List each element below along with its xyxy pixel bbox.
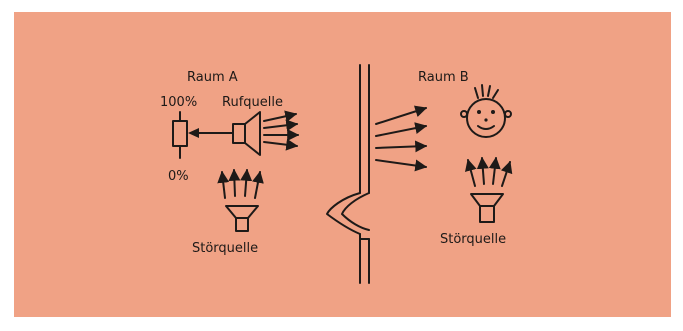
noise-label-b: Störquelle xyxy=(440,232,506,247)
level-min-label: 0% xyxy=(168,169,189,184)
noise-label-a: Störquelle xyxy=(192,241,258,256)
signal-arrow xyxy=(188,128,232,138)
room-a-label: Raum A xyxy=(187,70,238,85)
face-icon xyxy=(461,85,511,137)
noise-speaker-icon xyxy=(226,206,258,231)
source-label: Rufquelle xyxy=(222,95,283,110)
potentiometer-icon xyxy=(173,112,187,158)
room-b-label: Raum B xyxy=(418,70,469,85)
noise-speaker-icon xyxy=(471,194,503,222)
wall xyxy=(327,65,369,283)
sound-arrows-source xyxy=(264,114,298,146)
level-max-label: 100% xyxy=(160,95,197,110)
noise-arrows-a xyxy=(222,170,260,198)
speaker-icon xyxy=(233,112,260,155)
sound-arrows-transmitted xyxy=(376,108,426,167)
noise-arrows-b xyxy=(468,158,510,186)
